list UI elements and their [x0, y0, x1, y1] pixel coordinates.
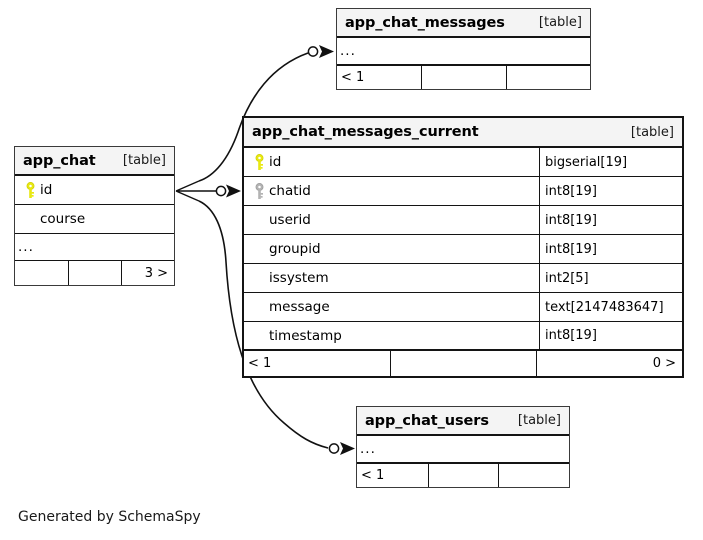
column-name-cell: id: [15, 176, 174, 204]
table-app-chat-messages[interactable]: app_chat_messages [table] ... < 1: [336, 8, 591, 90]
column-row-issystem: issystem int2[5]: [244, 264, 682, 293]
footer-cell-right: 0 >: [536, 351, 682, 376]
column-name-cell: groupid: [244, 235, 539, 263]
column-name: message: [269, 299, 330, 315]
table-title: app_chat_messages: [345, 14, 505, 31]
footer-cell-right: [498, 464, 569, 487]
footer-cell-middle: [421, 66, 505, 89]
column-type: text[2147483647]: [545, 299, 664, 315]
column-type: int2[5]: [545, 270, 589, 286]
table-title: app_chat: [23, 152, 96, 169]
primary-key-icon: [21, 181, 40, 199]
table-app-chat-messages-current[interactable]: app_chat_messages_current [table] id big…: [242, 116, 684, 378]
footer-cell-left: < 1: [361, 468, 385, 483]
column-type-cell: int8[19]: [539, 235, 682, 263]
table-kind-label: [table]: [630, 124, 674, 140]
foreign-key-icon: [250, 182, 269, 200]
column-name: course: [40, 211, 86, 227]
column-name: id: [40, 182, 53, 198]
column-type-cell: text[2147483647]: [539, 293, 682, 321]
footer-cell-middle: [68, 261, 121, 285]
column-name: groupid: [269, 241, 321, 257]
column-type-cell: bigserial[19]: [539, 148, 682, 176]
footer-cell-left: [15, 261, 68, 285]
more-columns-row: ...: [337, 38, 590, 65]
column-type-cell: int8[19]: [539, 177, 682, 205]
more-columns-row: ...: [15, 234, 174, 261]
zero-marker-app-chat-messages-current: [215, 185, 227, 197]
column-name: timestamp: [269, 327, 342, 344]
column-type: int8[19]: [545, 183, 597, 199]
column-name-cell: message: [244, 293, 539, 321]
table-kind-label: [table]: [517, 413, 561, 428]
column-row-course: course: [15, 205, 174, 234]
primary-key-icon: [250, 153, 269, 171]
table-header: app_chat_messages [table]: [337, 9, 590, 38]
column-name-cell: issystem: [244, 264, 539, 292]
column-name-cell: timestamp: [244, 322, 539, 349]
column-name: issystem: [269, 270, 329, 286]
table-title: app_chat_messages_current: [252, 124, 479, 140]
column-type-cell: int2[5]: [539, 264, 682, 292]
column-type-cell: int8[19]: [539, 322, 682, 349]
table-footer: < 1 0 >: [244, 351, 682, 376]
column-row-id: id: [15, 176, 174, 205]
table-kind-label: [table]: [122, 153, 166, 168]
footer-cell-left: < 1: [341, 70, 365, 85]
column-row-groupid: groupid int8[19]: [244, 235, 682, 264]
table-footer: 3 >: [15, 261, 174, 285]
generated-by-caption: Generated by SchemaSpy: [18, 509, 201, 525]
table-header: app_chat_messages_current [table]: [244, 118, 682, 148]
column-row-chatid: chatid int8[19]: [244, 177, 682, 206]
column-type: bigserial[19]: [545, 154, 628, 170]
column-row-message: message text[2147483647]: [244, 293, 682, 322]
column-type: int8[19]: [545, 212, 597, 228]
zero-marker-app-chat-messages: [307, 46, 319, 57]
table-title: app_chat_users: [365, 412, 489, 429]
column-row-timestamp: timestamp int8[19]: [244, 322, 682, 351]
column-name: id: [269, 154, 282, 170]
column-row-id: id bigserial[19]: [244, 148, 682, 177]
crowsfoot-app-chat: [175, 180, 200, 202]
column-name-cell: chatid: [244, 177, 539, 205]
table-footer: < 1: [357, 463, 569, 487]
table-kind-label: [table]: [538, 15, 582, 30]
table-header: app_chat [table]: [15, 147, 174, 176]
footer-cell-middle: [427, 464, 499, 487]
footer-cell-right: 3 >: [121, 261, 174, 285]
column-row-userid: userid int8[19]: [244, 206, 682, 235]
column-name-cell: userid: [244, 206, 539, 234]
column-name-cell: course: [15, 205, 174, 233]
column-name-cell: id: [244, 148, 539, 176]
column-type-cell: int8[19]: [539, 206, 682, 234]
table-footer: < 1: [337, 65, 590, 89]
arrow-app-chat-messages-current: [226, 184, 241, 198]
more-columns-row: ...: [357, 436, 569, 463]
column-type: int8[19]: [545, 241, 597, 257]
arrow-app-chat-messages: [319, 45, 334, 58]
arrow-app-chat-users: [340, 442, 355, 455]
footer-cell-middle: [390, 351, 536, 376]
column-name: chatid: [269, 183, 311, 199]
table-app-chat-users[interactable]: app_chat_users [table] ... < 1: [356, 406, 570, 488]
column-type: int8[19]: [545, 328, 597, 343]
table-app-chat[interactable]: app_chat [table] id c: [14, 146, 175, 286]
table-header: app_chat_users [table]: [357, 407, 569, 436]
footer-cell-left: < 1: [248, 356, 272, 371]
zero-marker-app-chat-users: [328, 443, 340, 454]
footer-cell-right: [505, 66, 590, 89]
column-name: userid: [269, 212, 311, 228]
